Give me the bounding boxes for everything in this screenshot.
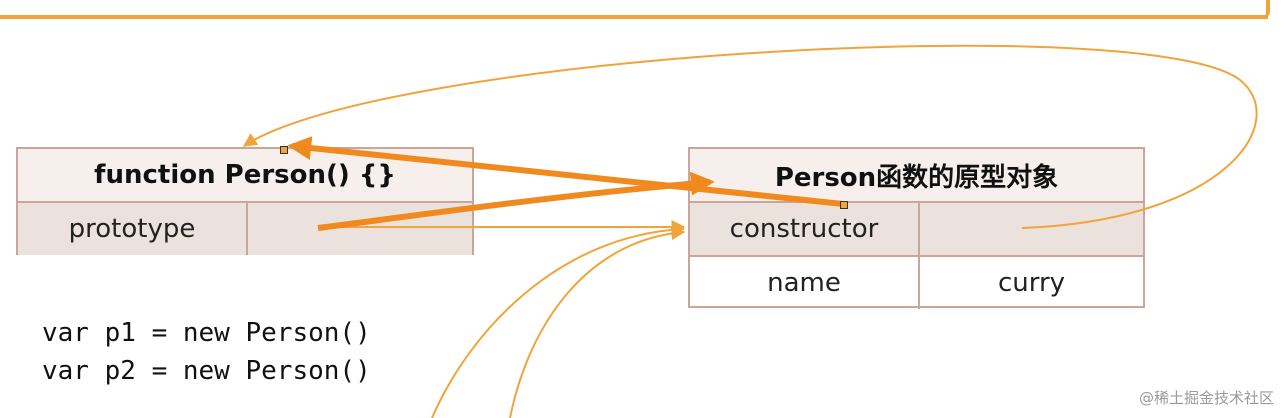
function-person-title: function Person() {} [18,149,472,203]
selection-handle[interactable] [280,146,288,154]
instance-p2-arrow [509,226,686,418]
top-rule-corner [1260,0,1270,19]
name-key-cell: name [767,268,841,298]
prototype-value-cell [246,203,472,255]
selection-handle[interactable] [840,201,848,209]
watermark: @稀土掘金技术社区 [1138,389,1274,407]
constructor-key-cell: constructor [690,203,918,255]
prototype-object-box: Person函数的原型对象 constructor name curry [688,147,1145,309]
name-value-cell: curry [918,257,1143,309]
table-row: prototype [18,203,472,255]
table-row: constructor [690,203,1143,255]
top-rule [0,15,1268,19]
prototype-key-cell: prototype [18,203,246,255]
function-person-box: function Person() {} prototype [16,147,474,255]
prototype-object-title: Person函数的原型对象 [690,149,1143,203]
code-line: var p2 = new Person() [42,356,371,386]
instance-p1-arrow [431,228,685,418]
code-block: var p1 = new Person() var p2 = new Person… [42,314,371,390]
code-line: var p1 = new Person() [42,318,371,348]
constructor-value-cell [918,203,1143,255]
table-row: name curry [690,255,1143,309]
